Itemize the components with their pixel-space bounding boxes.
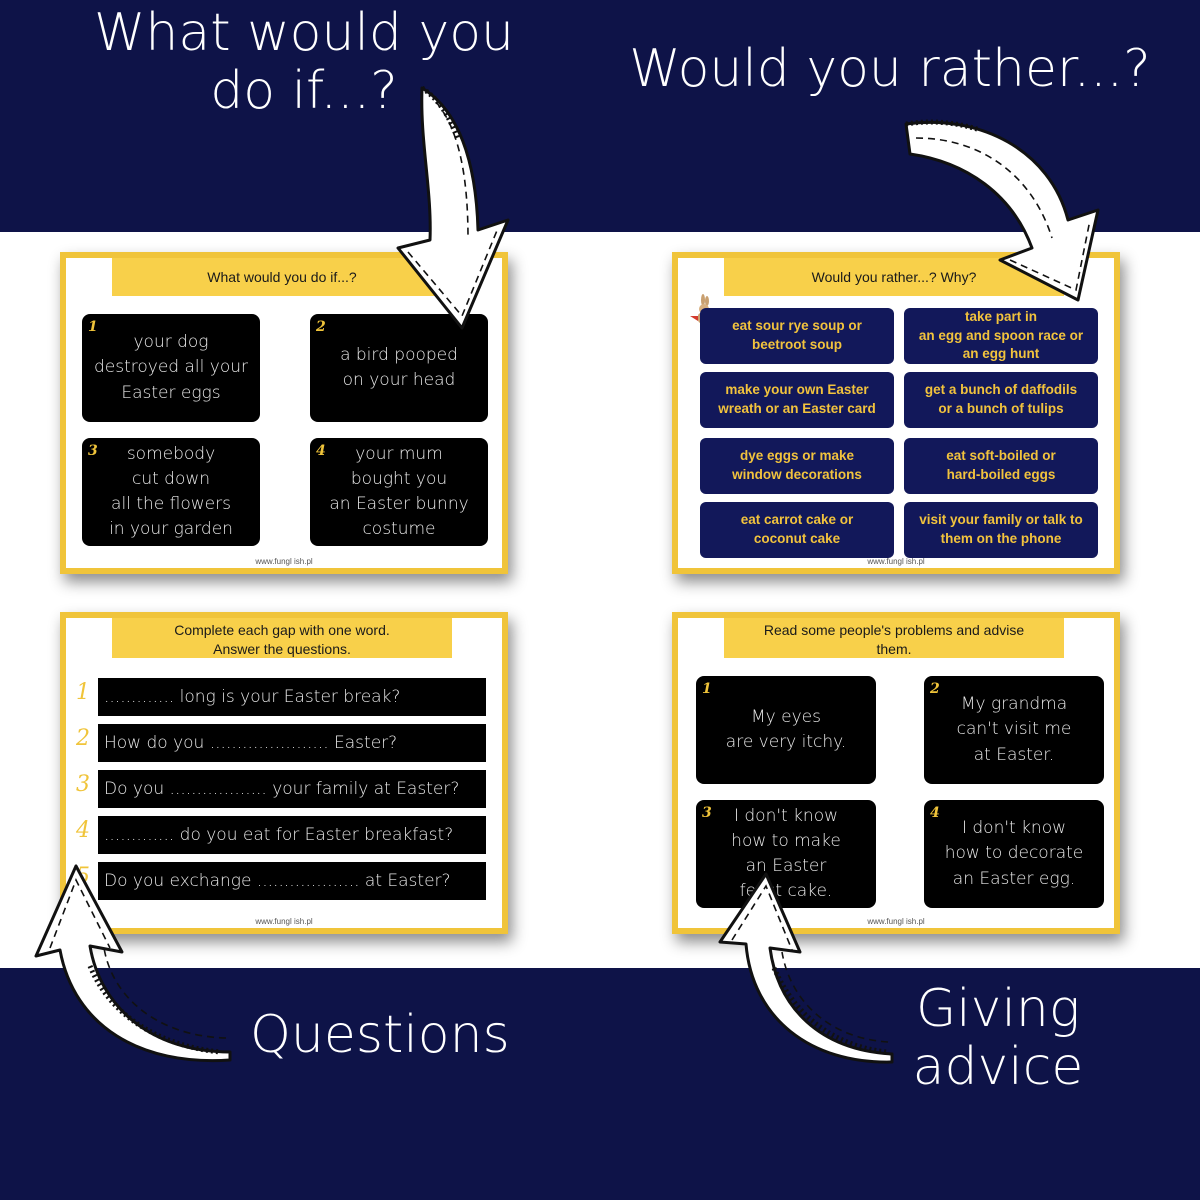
title-line-2: Answer the questions. — [213, 640, 351, 657]
card-number: 2 — [930, 681, 940, 697]
card-number: 2 — [316, 319, 326, 335]
question-number: 3 — [76, 772, 90, 797]
title-line-1: Read some people's problems and advise — [763, 622, 1025, 638]
title-line-1: Complete each gap with one word. — [174, 622, 390, 638]
card-text: My grandma can't visit me at Easter. — [956, 694, 1072, 765]
scenario-card-3: 3 somebody cut down all the flowers in y… — [82, 438, 260, 546]
heading-would-you-rather: Would you rather...? — [629, 39, 1151, 99]
rather-option-2: take part in an egg and spoon race or an… — [904, 308, 1098, 364]
problem-card-2: 2 My grandma can't visit me at Easter. — [924, 676, 1104, 784]
card-text: your dog destroyed all your Easter eggs — [94, 332, 248, 403]
curved-arrow-down-right-icon — [904, 119, 1100, 302]
slide-questions: Complete each gap with one word. Answer … — [60, 612, 508, 934]
rather-option-5: dye eggs or make window decorations — [700, 438, 894, 494]
heading-what-would-you-do: What would you do if...? — [94, 3, 514, 122]
card-text: your mum bought you an Easter bunny cost… — [329, 443, 469, 540]
curved-arrow-down-icon — [396, 85, 510, 330]
slide-footer-url: www.fungl ish.pl — [867, 557, 925, 566]
slide-footer-url: www.fungl ish.pl — [255, 917, 313, 926]
problem-card-1: 1 My eyes are very itchy. — [696, 676, 876, 784]
question-number: 4 — [76, 818, 90, 843]
rather-option-6: eat soft-boiled or hard-boiled eggs — [904, 438, 1098, 494]
card-number: 4 — [930, 805, 940, 821]
bottom-navy-band — [0, 968, 1200, 1200]
rather-option-1: eat sour rye soup or beetroot soup — [700, 308, 894, 364]
slide-would-you-rather: Would you rather...? Why? eat sour rye s… — [672, 252, 1120, 574]
scenario-card-4: 4 your mum bought you an Easter bunny co… — [310, 438, 488, 546]
slide-giving-advice: Read some people's problems and advise t… — [672, 612, 1120, 934]
question-row-3: Do you .................. your family at… — [98, 770, 486, 808]
card-number: 3 — [702, 805, 712, 821]
slide-what-would-you-do: What would you do if...? 1 your dog dest… — [60, 252, 508, 574]
rather-option-7: eat carrot cake or coconut cake — [700, 502, 894, 558]
slide-title-banner: Complete each gap with one word. Answer … — [112, 618, 452, 658]
card-text: My eyes are very itchy. — [725, 706, 847, 752]
card-text: I don't know how to decorate an Easter e… — [944, 818, 1084, 889]
slide-title-banner: Read some people's problems and advise t… — [724, 618, 1064, 658]
card-number: 1 — [702, 681, 712, 697]
card-number: 3 — [88, 443, 98, 459]
question-row-1: ............. long is your Easter break? — [98, 678, 486, 716]
question-number: 1 — [76, 680, 90, 705]
scenario-card-2: 2 a bird pooped on your head — [310, 314, 488, 422]
card-number: 4 — [316, 443, 326, 459]
question-row-4: ............. do you eat for Easter brea… — [98, 816, 486, 854]
card-text: a bird pooped on your head — [340, 344, 458, 390]
slide-footer-url: www.fungl ish.pl — [867, 917, 925, 926]
rather-option-3: make your own Easter wreath or an Easter… — [700, 372, 894, 428]
scenario-card-1: 1 your dog destroyed all your Easter egg… — [82, 314, 260, 422]
question-number: 2 — [76, 726, 90, 751]
card-text: somebody cut down all the flowers in you… — [109, 443, 233, 540]
rather-option-8: visit your family or talk to them on the… — [904, 502, 1098, 558]
slide-title-banner: What would you do if...? — [112, 258, 452, 296]
rather-option-4: get a bunch of daffodils or a bunch of t… — [904, 372, 1098, 428]
card-number: 1 — [88, 319, 98, 335]
title-line-2: them. — [876, 640, 912, 657]
heading-giving-advice: Giving advice — [912, 979, 1084, 1098]
problem-card-4: 4 I don't know how to decorate an Easter… — [924, 800, 1104, 908]
curved-arrow-up-left-advice-icon — [718, 872, 894, 1064]
slide-footer-url: www.fungl ish.pl — [255, 557, 313, 566]
question-row-2: How do you ...................... Easter… — [98, 724, 486, 762]
heading-questions: Questions — [250, 1005, 510, 1065]
curved-arrow-up-left-icon — [34, 864, 232, 1063]
question-row-5: Do you exchange ................... at E… — [98, 862, 486, 900]
